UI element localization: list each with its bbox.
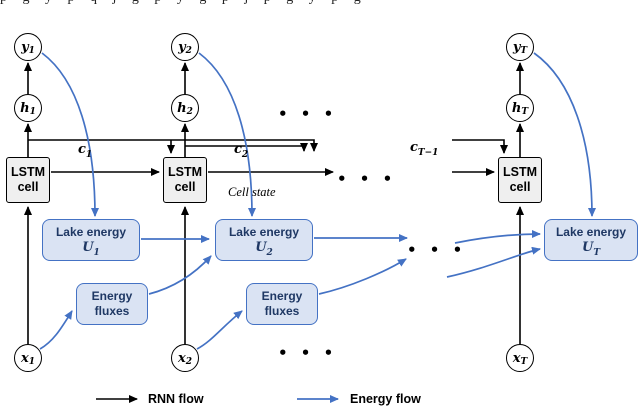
arrow-h1-recurrent xyxy=(28,139,318,152)
energy-fluxes-2: Energy fluxes xyxy=(246,283,318,325)
lstm-cell-1: LSTM cell xyxy=(6,157,50,203)
cropped-text-line: p g y p q j g p y g p j p g y p g xyxy=(0,0,430,7)
label-c1: c1 xyxy=(78,142,93,160)
arrow-x1-to-flux1 xyxy=(39,310,73,350)
label-cT-1: cT−1 xyxy=(410,140,439,158)
arrow-h-into-lstmT xyxy=(452,139,508,154)
arrow-energy-into-lakeT-upper xyxy=(454,230,541,244)
label-c2: c2 xyxy=(234,142,249,160)
energy-fluxes-1: Energy fluxes xyxy=(76,283,148,325)
ellipsis-energy-row: • • • xyxy=(407,241,467,259)
arrow-h2-recurrent xyxy=(185,143,308,152)
arrow-yT-to-lakeT xyxy=(533,52,596,217)
lstm-cell-2: LSTM cell xyxy=(163,157,207,203)
ellipsis-hidden-row: • • • xyxy=(278,105,338,123)
arrow-x2-to-flux2 xyxy=(196,310,243,350)
ellipsis-cellstate-row: • • • xyxy=(337,170,397,188)
label-cell-state: Cell state xyxy=(228,185,276,199)
arrow-flux2-forward xyxy=(318,258,407,295)
arrow-y1-to-lake1 xyxy=(41,52,99,217)
lake-energy-2: Lake energy U2 xyxy=(215,219,313,261)
arrow-y2-to-lake2 xyxy=(198,52,256,217)
energy-flow-arrows xyxy=(39,52,596,403)
lstm-cell-T: LSTM cell xyxy=(498,157,542,203)
ellipsis-input-row: • • • xyxy=(278,344,338,362)
legend-energy-flow-label: Energy flow xyxy=(350,392,421,406)
lake-energy-1: Lake energy U1 xyxy=(42,219,140,261)
rnn-flow-arrows xyxy=(24,62,524,403)
legend-rnn-flow-label: RNN flow xyxy=(148,392,204,406)
arrow-energy-into-lakeT-lower xyxy=(446,246,541,278)
lake-energy-T: Lake energy UT xyxy=(544,219,638,261)
arrow-flux1-to-lake2 xyxy=(148,255,212,295)
